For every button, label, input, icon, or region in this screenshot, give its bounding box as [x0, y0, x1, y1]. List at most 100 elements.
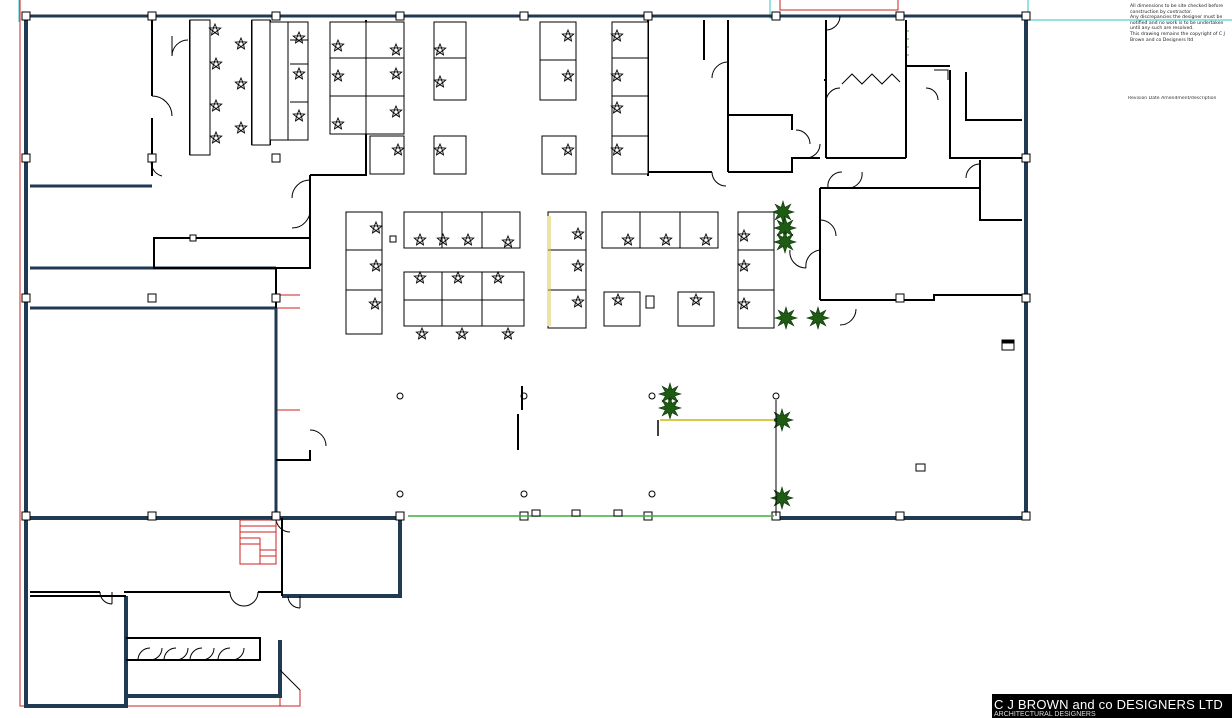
office-chair	[561, 68, 575, 82]
office-chair	[611, 292, 625, 306]
chair-seat	[614, 73, 620, 79]
desk	[189, 19, 211, 156]
column	[147, 153, 157, 163]
chair-seat	[575, 231, 581, 237]
chair-seat	[372, 301, 378, 307]
desk	[601, 211, 719, 249]
revision-header: Revision Date Amendment/description	[1128, 96, 1217, 101]
chair-seat	[663, 237, 669, 243]
desk-divider	[738, 249, 774, 291]
office-chair	[433, 74, 447, 88]
chair-seat	[335, 73, 341, 79]
office-chair	[368, 296, 382, 310]
chair-seat	[393, 109, 399, 115]
column	[21, 293, 31, 303]
office-chair	[561, 142, 575, 156]
office-chair	[331, 68, 345, 82]
column	[1021, 293, 1031, 303]
post	[648, 392, 656, 400]
office-chair	[208, 22, 222, 36]
office-chair	[571, 226, 585, 240]
round-posts	[396, 392, 780, 498]
office-chair	[436, 232, 450, 246]
chair-seat	[437, 79, 443, 85]
chair-seat	[614, 105, 620, 111]
column	[147, 11, 157, 21]
column	[895, 511, 905, 521]
stairs	[239, 519, 277, 565]
plant	[805, 305, 831, 331]
desk	[611, 21, 649, 175]
chair-seat	[693, 297, 699, 303]
desk	[677, 291, 715, 327]
chair-seat	[296, 35, 302, 41]
chair-seat	[213, 103, 219, 109]
chair-seat	[575, 263, 581, 269]
fixtures	[189, 234, 1015, 517]
chair-seat	[614, 147, 620, 153]
plant	[657, 381, 683, 407]
office-chairs	[208, 22, 751, 340]
office-chair	[369, 258, 383, 272]
title-block: C J BROWN and co DESIGNERS LTD ARCHITECT…	[992, 694, 1232, 718]
chair-seat	[459, 331, 465, 337]
chair-seat	[565, 33, 571, 39]
chair-seat	[741, 301, 747, 307]
interior-walls	[30, 20, 1022, 661]
plant	[770, 199, 796, 225]
chair-seat	[213, 135, 219, 141]
plant	[769, 407, 795, 433]
chair-seat	[238, 81, 244, 87]
column	[895, 11, 905, 21]
office-chair	[501, 326, 515, 340]
plant	[773, 305, 799, 331]
office-chair	[571, 258, 585, 272]
office-chair	[451, 270, 465, 284]
office-chair	[610, 68, 624, 82]
post	[520, 490, 528, 498]
chair-seat	[395, 147, 401, 153]
desk	[369, 135, 405, 175]
desk-divider	[612, 57, 648, 137]
column	[1021, 511, 1031, 521]
column	[519, 11, 529, 21]
desk-divider	[330, 57, 404, 97]
chair-seat	[614, 33, 620, 39]
column	[643, 11, 653, 21]
column	[1021, 11, 1031, 21]
desk	[345, 211, 383, 335]
chair-seat	[212, 27, 218, 33]
chair-seat	[565, 73, 571, 79]
column	[147, 511, 157, 521]
desk-divider	[639, 212, 681, 248]
office-chair	[621, 232, 635, 246]
office-chair	[415, 326, 429, 340]
chair-seat	[335, 43, 341, 49]
column	[271, 511, 281, 521]
chair-seat	[455, 275, 461, 281]
chair-seat	[335, 121, 341, 127]
chair-seat	[575, 299, 581, 305]
office-chair	[234, 120, 248, 134]
office-chair	[413, 232, 427, 246]
office-chair	[389, 42, 403, 56]
post	[772, 392, 780, 400]
chair-seat	[440, 237, 446, 243]
plant	[769, 485, 795, 511]
column	[271, 11, 281, 21]
desk-divider	[346, 249, 382, 291]
column	[21, 11, 31, 21]
office-chair	[737, 296, 751, 310]
plant	[772, 229, 798, 255]
office-chair	[209, 130, 223, 144]
office-chair	[209, 98, 223, 112]
company-subtitle: ARCHITECTURAL DESIGNERS	[994, 711, 1096, 718]
column	[21, 153, 31, 163]
column	[895, 293, 905, 303]
post	[396, 490, 404, 498]
office-chair	[234, 36, 248, 50]
column	[395, 511, 405, 521]
chair-seat	[437, 47, 443, 53]
office-chair	[561, 28, 575, 42]
exterior-walls	[24, 14, 1028, 708]
